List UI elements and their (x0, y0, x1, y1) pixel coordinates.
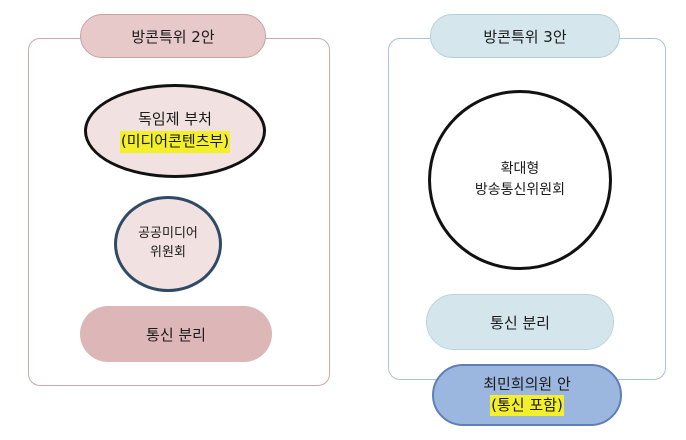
broadcast-committee-label-1: 확대형 (500, 161, 540, 177)
left-telecom-split-text: 통신 분리 (146, 325, 206, 344)
expanded-broadcast-committee-node: 확대형 방송통신위원회 (428, 90, 612, 270)
choi-proposal-node: 최민희의원 안 (통신 포함) (432, 364, 622, 426)
right-telecom-split-text: 통신 분리 (490, 313, 550, 332)
left-telecom-split-node: 통신 분리 (80, 306, 272, 362)
broadcast-committee-label-2: 방송통신위원회 (474, 182, 566, 198)
left-proposal-title: 방콘특위 2안 (80, 14, 266, 58)
media-committee-label-2: 위원회 (150, 245, 186, 260)
left-proposal-title-text: 방콘특위 2안 (131, 27, 215, 46)
ministry-label: 독임제 부처 (138, 110, 212, 129)
right-proposal-title-text: 방콘특위 3안 (483, 27, 567, 46)
choi-proposal-label: 최민희의원 안 (483, 375, 571, 393)
choi-proposal-highlight: (통신 포함) (490, 395, 564, 416)
right-telecom-split-node: 통신 분리 (426, 294, 614, 350)
public-media-committee-node: 공공미디어 위원회 (114, 196, 222, 292)
media-committee-label-1: 공공미디어 (138, 226, 198, 242)
ministry-name-highlight: (미디어콘텐츠부) (119, 131, 231, 153)
single-ministry-node: 독임제 부처 (미디어콘텐츠부) (84, 84, 266, 178)
right-proposal-title: 방콘특위 3안 (430, 14, 620, 58)
